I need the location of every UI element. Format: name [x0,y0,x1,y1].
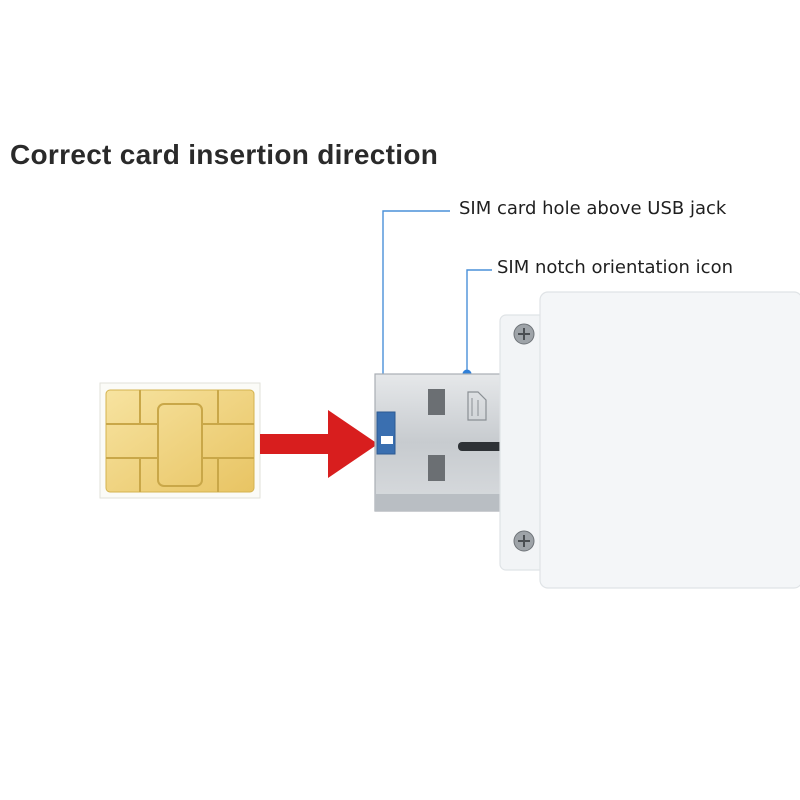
insertion-arrow [260,410,378,478]
callout-sim-hole: SIM card hole above USB jack [459,198,727,219]
sim-notch-icon [467,391,487,421]
usb-dongle-body [499,291,800,589]
screw-icon [513,323,535,345]
callout-notch-icon: SIM notch orientation icon [497,257,733,278]
callout-line-notch-icon [462,269,492,379]
sim-card [99,382,261,499]
diagram-title: Correct card insertion direction [10,139,439,170]
screw-icon [513,530,535,552]
callout-line-sim-hole [382,210,450,424]
